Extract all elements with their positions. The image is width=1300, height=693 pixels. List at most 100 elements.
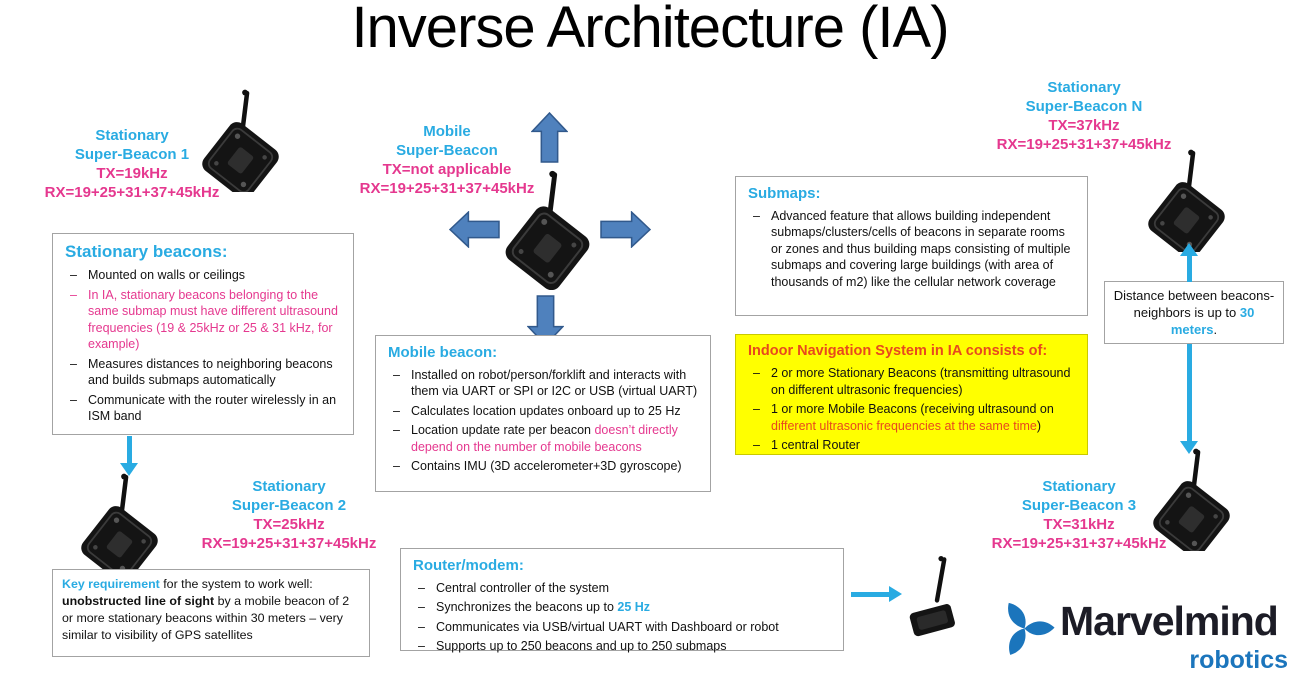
brand-subtitle: robotics [1189, 646, 1288, 674]
text-segment: ) [1036, 418, 1042, 433]
submaps-box: Submaps: Advanced feature that allows bu… [735, 176, 1088, 316]
bullet-item: Supports up to 250 beacons and up to 250… [411, 638, 833, 655]
connector-line [1187, 255, 1192, 282]
key-requirement-box: Key requirement for the system to work w… [52, 569, 370, 657]
direction-arrow-right-icon [600, 211, 651, 248]
bullet-item: Central controller of the system [411, 580, 833, 597]
text-segment: Advanced feature that allows building in… [771, 208, 1071, 289]
text-segment: Calculates location updates onboard up t… [411, 403, 681, 418]
box-title: Submaps: [748, 185, 821, 202]
beacon-device-icon [197, 88, 284, 192]
bullet-item: Communicates via USB/virtual UART with D… [411, 619, 833, 636]
beacon-name: Super-Beacon 1 [74, 146, 190, 163]
text-segment: doesn’t directly depend on the number of… [411, 423, 678, 454]
page-title: Inverse Architecture (IA) [351, 0, 949, 60]
beacon-label-sb2: Stationary Super-Beacon 2 TX=25kHz RX=19… [193, 477, 385, 553]
text-segment: 2 or more Stationary Beacons (transmitti… [771, 366, 1071, 397]
beacon-name: Stationary [1047, 79, 1121, 96]
beacon-name: Super-Beacon 3 [1021, 497, 1137, 514]
beacon-name: Stationary [1042, 478, 1116, 495]
beacon-label-mobile: Mobile Super-Beacon TX=not applicable RX… [353, 122, 541, 198]
arrow-down-icon [120, 463, 138, 476]
arrow-down-icon [1180, 441, 1198, 454]
beacon-name: Stationary [95, 127, 169, 144]
connector-line [127, 436, 132, 465]
router-device-icon [908, 556, 956, 638]
beacon-rx: RX=19+25+31+37+45kHz [201, 535, 377, 552]
beacon-rx: RX=19+25+31+37+45kHz [996, 136, 1172, 153]
bullet-item: Contains IMU (3D accelerometer+3D gyrosc… [386, 458, 700, 475]
text-segment: . [1213, 322, 1218, 338]
box-title: Stationary beacons: [65, 242, 228, 261]
text-segment: Mounted on walls or ceilings [88, 268, 246, 283]
beacon-tx: TX=25kHz [253, 516, 325, 533]
bullet-item: Advanced feature that allows building in… [746, 208, 1077, 291]
beacon-device-icon [1143, 148, 1230, 252]
beacon-rx: RX=19+25+31+37+45kHz [44, 184, 220, 201]
text-segment: Communicate with the router wirelessly i… [88, 392, 337, 424]
box-title: Router/modem: [413, 557, 524, 574]
beacon-rx: RX=19+25+31+37+45kHz [991, 535, 1167, 552]
mobile-beacon-box: Mobile beacon: Installed on robot/person… [375, 335, 711, 492]
bullet-item: Synchronizes the beacons up to 25 Hz [411, 599, 833, 616]
text-segment: Installed on robot/person/forklift and i… [411, 367, 698, 399]
stationary-beacons-box: Stationary beacons: Mounted on walls or … [52, 233, 354, 435]
text-segment: In IA, stationary beacons belonging to t… [88, 287, 338, 352]
direction-arrow-down-icon [527, 295, 564, 346]
beacon-tx: TX=19kHz [96, 165, 168, 182]
beacon-label-sb3: Stationary Super-Beacon 3 TX=31kHz RX=19… [983, 477, 1175, 553]
beacon-name: Stationary [252, 478, 326, 495]
text-segment: Location update rate per beacon [411, 423, 595, 438]
beacon-tx: TX=37kHz [1048, 117, 1120, 134]
distance-text: Distance between beacons-neighbors is up… [1113, 287, 1275, 338]
beacon-tx: TX=not applicable [382, 161, 512, 178]
text-segment: for the system to work well: [159, 577, 313, 591]
distance-note-box: Distance between beacons-neighbors is up… [1104, 281, 1284, 344]
arrow-up-icon [1180, 243, 1198, 256]
connector-line [1187, 344, 1192, 443]
text-segment: different ultrasonic frequencies at the … [771, 418, 1037, 433]
text-segment: Contains IMU (3D accelerometer+3D gyrosc… [411, 459, 682, 474]
bullet-item: 1 central Router [746, 437, 1077, 454]
beacon-tx: TX=31kHz [1043, 516, 1115, 533]
text-segment: Synchronizes the beacons up to [436, 600, 618, 615]
bullet-item: Location update rate per beacon doesn’t … [386, 422, 700, 455]
beacon-label-sb1: Stationary Super-Beacon 1 TX=19kHz RX=19… [38, 126, 226, 202]
text-segment: Key requirement [62, 577, 160, 591]
marvelmind-logo-icon [1008, 602, 1055, 655]
indoor-navigation-box: Indoor Navigation System in IA consists … [735, 334, 1088, 455]
text-segment: 1 or more Mobile Beacons (receiving ultr… [771, 402, 1054, 417]
beacon-name: Super-Beacon [396, 142, 498, 159]
text-segment: Communicates via USB/virtual UART with D… [436, 619, 779, 634]
text-segment: 25 Hz [617, 600, 651, 615]
beacon-label-sbn: Stationary Super-Beacon N TX=37kHz RX=19… [988, 78, 1180, 154]
brand-name: Marvelmind [1060, 598, 1279, 644]
text-segment: Distance between beacons-neighbors is up… [1113, 287, 1275, 320]
beacon-rx: RX=19+25+31+37+45kHz [359, 180, 535, 197]
text-segment: Supports up to 250 beacons and up to 250… [436, 639, 727, 654]
beacon-device-icon [1148, 447, 1235, 551]
bullet-item: Communicate with the router wirelessly i… [63, 392, 343, 425]
text-segment: by a mobile beacon of 2 or more stationa… [62, 594, 350, 643]
direction-arrow-left-icon [449, 211, 500, 248]
text-segment: 30 meters [1170, 304, 1255, 338]
box-title: Indoor Navigation System in IA consists … [748, 343, 1048, 359]
bullet-item: 2 or more Stationary Beacons (transmitti… [746, 365, 1077, 398]
bullet-item: In IA, stationary beacons belonging to t… [63, 287, 343, 353]
bullet-item: Installed on robot/person/forklift and i… [386, 367, 700, 400]
connector-line [851, 592, 891, 597]
beacon-device-icon [500, 169, 595, 290]
beacon-name: Mobile [423, 123, 471, 140]
arrow-right-icon [889, 586, 902, 602]
text-segment: Measures distances to neighboring beacon… [88, 356, 333, 388]
text-segment: Central controller of the system [436, 580, 609, 595]
bullet-item: Calculates location updates onboard up t… [386, 403, 700, 420]
beacon-name: Super-Beacon 2 [231, 497, 347, 514]
direction-arrow-up-icon [531, 112, 568, 163]
bullet-item: Measures distances to neighboring beacon… [63, 356, 343, 389]
bullet-item: 1 or more Mobile Beacons (receiving ultr… [746, 401, 1077, 434]
beacon-name: Super-Beacon N [1025, 98, 1143, 115]
beacon-device-icon [76, 472, 163, 576]
box-title: Mobile beacon: [388, 344, 498, 361]
